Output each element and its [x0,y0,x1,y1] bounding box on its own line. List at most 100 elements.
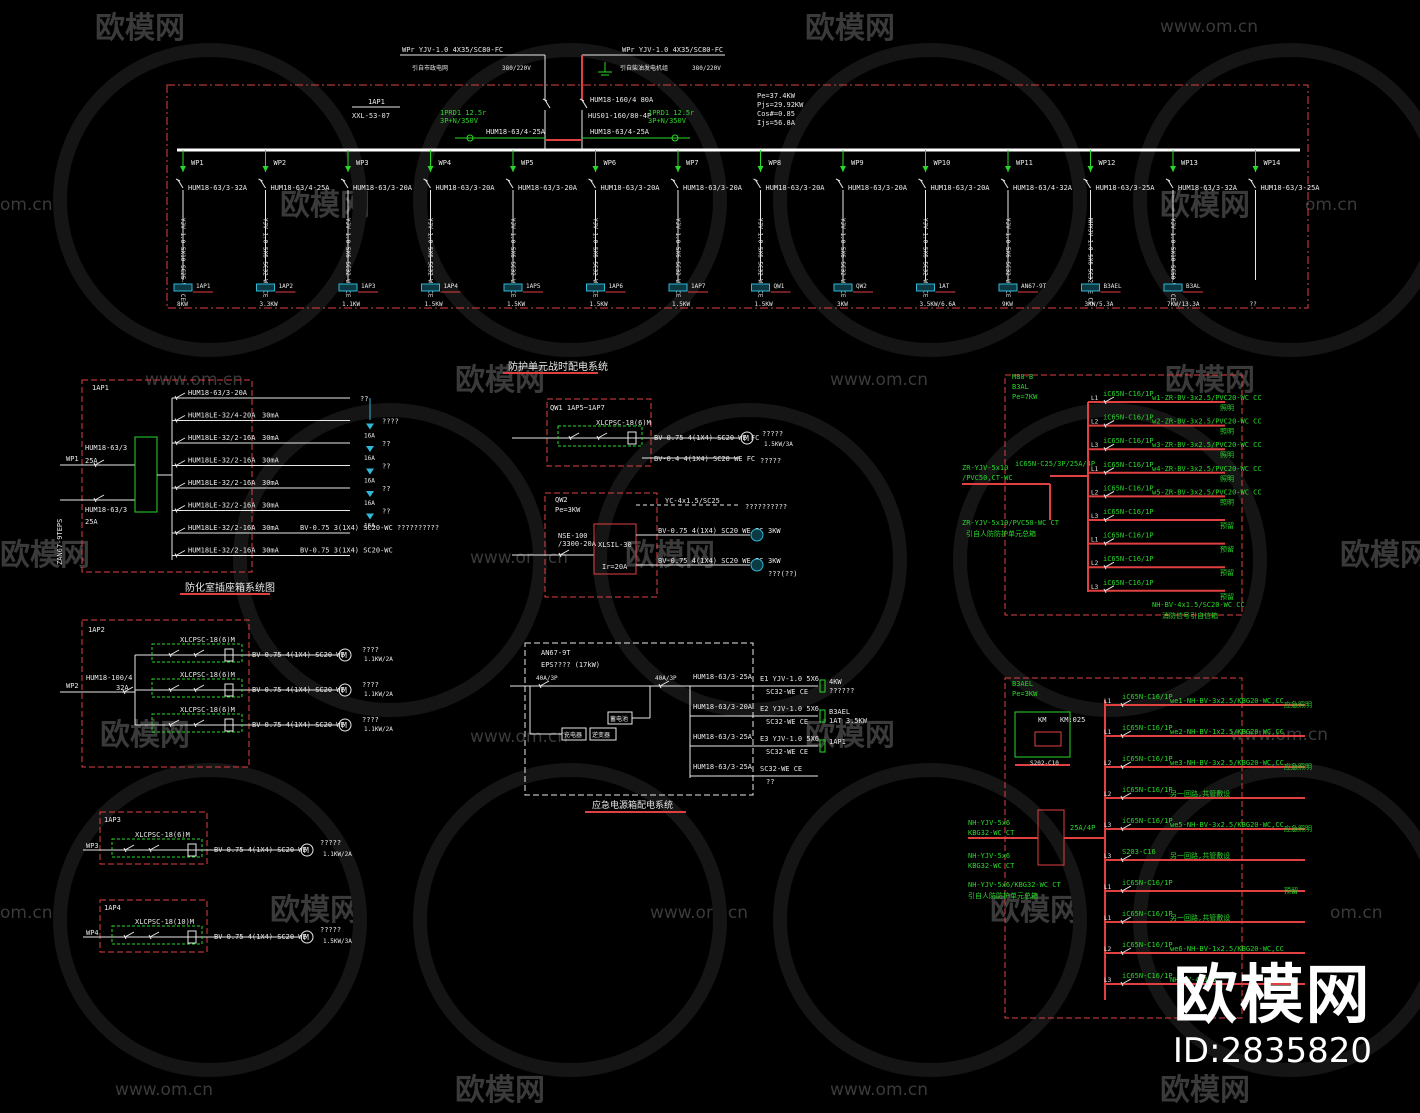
watermark-brand-text: 欧模网 [0,538,90,573]
feeder-power-label: 1.5KW [672,301,690,308]
breaker-contact [123,686,134,693]
breaker-contact [175,415,186,421]
feeder-arrow [1005,166,1011,172]
panel-1ap1-vertical-label: ZAN67-9TEPS [56,519,64,565]
watermark-brand-text: 欧模网 [805,11,895,46]
panel-1ap2-inc: 32A [116,684,129,692]
feeder-power-label: 8KW [177,301,188,308]
motor-icon [300,843,314,857]
inverter-box [589,727,617,741]
feeder-dest-label: QW2 [856,283,867,290]
branch-tag: BV-0.75 3(1X4) SC20-WC [300,547,393,555]
b3ael-title: B3AEL [1012,680,1033,688]
b3ael-incoming: NH-YJV-5x6 [968,852,1010,860]
b3al-breaker: iC65N-C16/1P [1103,555,1154,563]
breaker-contact [1104,420,1115,427]
breaker-contact [659,680,670,687]
protection-title: 防护单元战时配电系统 [508,360,608,373]
feeder-breaker-label: HUM18-63/3-20A [436,184,496,192]
breaker-contact [920,179,926,189]
panel-b3al-diagram: M88-BB3ALPe=7KWZR-YJV-5x10/PVC50,CT-WCZR… [962,373,1262,620]
b3ael-cable: we5-NH-BV-3x2.5/KBG20-WC,CC [1170,821,1284,829]
eps-border [524,642,754,796]
breaker-mark [93,497,97,503]
feeder-device-icon [586,283,605,292]
watermark-url-text: om.cn [1305,195,1358,215]
breaker-mark [174,418,178,423]
breaker-mark [1120,981,1124,987]
panel-1ap1-inc: HUM18-63/3 [85,444,127,452]
breaker-mark [1103,470,1107,476]
branch-breaker: HUM18-63/3-20A [188,389,248,397]
feeder-power-label: 9KW [1002,301,1013,308]
fuse-rating: 16A [364,478,375,485]
incoming-note-2: 引自柴油发电机组 [620,64,668,72]
b3ael-cable: we6-NH-BV-1x2.5/KBG20-WC,CC [1170,945,1284,953]
qw2-ir: Ir=20A [602,563,628,571]
breaker-mark [148,847,152,853]
feeder-cable-label: YJV-1.0 5X6 SC32-WE CE [674,218,681,298]
b3al-breaker: iC65N-C16/1P [1103,484,1154,492]
b3ael-incoming: KBG32-WC CT [968,862,1015,870]
relay-icon [224,648,234,662]
feeder-wp-label: WP13 [1181,159,1198,167]
main-panel-id: 1AP1 [368,98,385,106]
b3ael-use: 应急照明 [1284,824,1312,833]
breaker-contact [1121,916,1132,923]
breaker-contact [1104,443,1115,450]
watermark-arc [773,43,1087,357]
p1ap3-power: 1.1KW/2A [323,851,352,858]
panel-1ap1-inc: 25A [85,518,98,526]
panel-1ap1-title: 1AP1 [92,384,109,392]
breaker-contact [1121,947,1132,954]
feeder-wp-label: WP14 [1264,159,1281,167]
b3al-use: 照明 [1220,428,1234,436]
b3ael-switch-box [1014,711,1071,758]
row-power: 1.1KW/2A [364,656,393,663]
qw2-controller-label: XLSIL-30 [598,541,632,549]
row-q: ???? [362,716,379,724]
feeder-breaker-label: HUM18-63/3-32A [188,184,248,192]
relay-icon [627,431,637,445]
branch-breaker: HUM18LE-32/2-16A [188,434,256,442]
load-calc-line: Pjs=29.92KW [757,101,804,109]
b3ael-breaker: iC65N-C16/1P [1122,693,1173,701]
p1ap4-wp: WP4 [86,929,99,937]
b3ael-row: L1iC65N-C16/1Pwe2-NH-BV-1x2.5/KBG20-WC,C… [1104,724,1305,739]
spd-right-breaker: HUM18-63/4-25A [590,128,650,136]
b3ael-cable: we2-NH-BV-1x2.5/KBG20-WC,CC [1170,728,1284,736]
breaker-mark [174,463,178,468]
fan-icon [750,558,764,572]
branch-tag: ?? [382,485,390,493]
b3al-incoming: /PVC50,CT-WC [962,474,1013,482]
p1ap4-q: ????? [320,926,341,934]
breaker-contact [672,179,679,189]
b3al-use: 照明 [1220,498,1234,506]
breaker-contact [425,179,431,189]
p1ap3-title: 1AP3 [104,816,121,824]
feeder-breaker-label: HUM18-63/4-25A [271,184,331,192]
motor-icon [338,718,352,732]
breaker-mark [123,847,127,853]
b3ael-breaker: iC65N-C16/1P [1122,817,1173,825]
breaker-mark [579,98,585,102]
feeder-power-label: 3KW/5.3A [1085,301,1114,308]
breaker-contact [1121,699,1132,706]
branch-rcd: 30mA [262,412,280,420]
b3al-breaker: iC65N-C16/1P [1103,461,1154,469]
feeder-device-icon [1081,283,1100,292]
b3ael-main-breaker: 25A/4P [1070,824,1095,832]
feeder-wp-label: WP4 [439,159,452,167]
panel-1ap2-title: 1AP2 [88,626,105,634]
breaker-mark [753,178,758,182]
motor-icon-letter: M [304,933,309,942]
b3ael-breaker: iC65N-C16/1P [1122,724,1173,732]
controller-label: XLCPSC-18(6)M [180,706,235,714]
